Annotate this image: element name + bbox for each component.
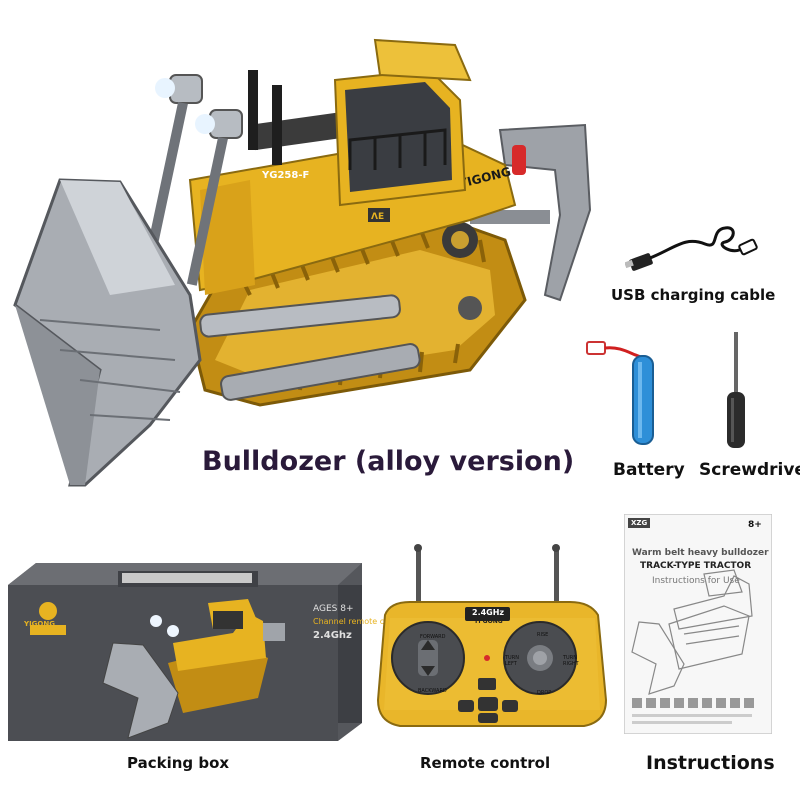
manual-bulldozer (631, 569, 753, 695)
packing-box-image (8, 563, 362, 741)
box-ages: AGES 8+ (313, 604, 354, 614)
remote-turn-left: TURN LEFT (505, 655, 519, 667)
usb-cable-image (625, 226, 758, 271)
remote-control-label: Remote control (420, 754, 551, 772)
usb-cable-label: USB charging cable (611, 286, 776, 304)
product-title: Bulldozer (alloy version) (202, 446, 575, 477)
manual-title-3: Instructions for Use (652, 576, 740, 586)
remote-brand: YI GONG (474, 618, 503, 625)
manual-title-2: TRACK-TYPE TRACTOR (640, 561, 752, 571)
remote-rise: RISE (537, 632, 549, 638)
bulldozer-image: YG258-F YIGONG ΛE (13, 38, 592, 487)
screwdriver-label: Screwdriver (699, 460, 800, 480)
plate-text: ΛE (371, 212, 384, 222)
body: YG258-F YIGONG ΛE (188, 38, 526, 295)
box-frequency: 2.4Ghz (313, 630, 352, 641)
battery-image (586, 341, 654, 445)
headlights (146, 74, 243, 286)
manual-age: 8+ (748, 520, 762, 530)
instructions-label: Instructions (646, 752, 775, 774)
remote-control-image (376, 544, 608, 727)
remote-drop: DROP (537, 690, 552, 696)
box-bulldozer (102, 599, 285, 739)
remote-forward: FORWARD (420, 634, 446, 640)
manual-image (624, 514, 772, 734)
manual-brand: XZG (631, 519, 648, 527)
remote-turn-right: TURN RIGHT (563, 655, 579, 667)
manual-title-1: Warm belt heavy bulldozer (632, 548, 769, 558)
model-text: YG258-F (261, 170, 309, 181)
remote-backward: BACKWARD (418, 688, 447, 694)
box-channel: Channel remote control (313, 617, 408, 626)
blade (13, 178, 202, 487)
box-brand: YIGONG (24, 620, 55, 628)
battery-label: Battery (613, 460, 685, 480)
screwdriver-image (727, 332, 745, 448)
packing-box-label: Packing box (127, 754, 230, 772)
hydraulic-arms (199, 294, 482, 401)
remote-frequency: 2.4GHz (472, 608, 505, 617)
